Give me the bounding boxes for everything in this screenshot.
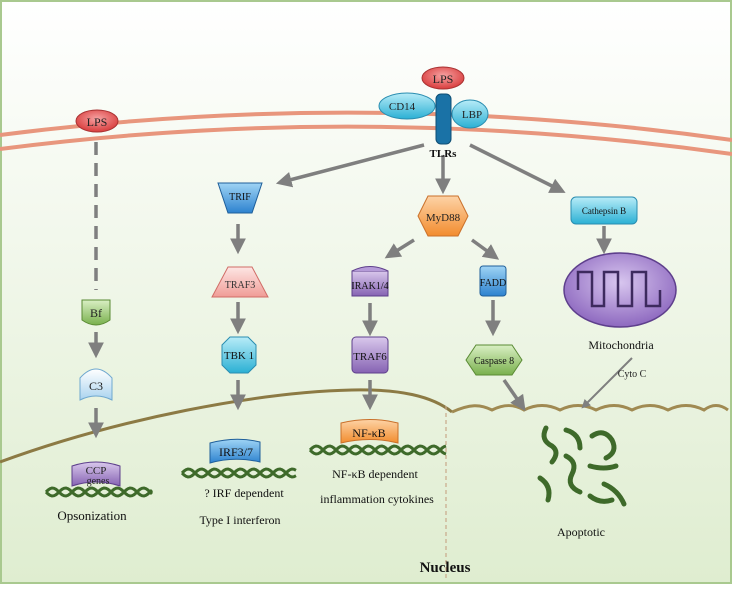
dna-fragment-8 bbox=[587, 493, 615, 504]
nfkb-dna-helix bbox=[308, 444, 447, 456]
tbk1-label: TBK 1 bbox=[224, 350, 254, 362]
myd88-to-fadd-arrow bbox=[470, 238, 500, 260]
tlr-to-trif-arrow bbox=[275, 143, 425, 188]
cathepsin-branch: Cathepsin B Mitochondria Cyto C Apoptoti… bbox=[557, 196, 677, 539]
tlr-complex: LPS CD14 LBP TLRs bbox=[378, 66, 489, 160]
nfkb-label: NF-κB bbox=[352, 426, 385, 440]
trif-shape bbox=[217, 182, 263, 214]
nfkb-dependent-label: NF-κB dependent bbox=[332, 467, 418, 481]
nfkb-shape bbox=[340, 419, 399, 444]
trif-branch: TRIF TRAF3 TBK 1 IRF3/7 ? IRF dependent … bbox=[199, 182, 284, 527]
fadd-label: FADD bbox=[480, 278, 506, 289]
mitochondria-cristae bbox=[576, 270, 662, 308]
arrows bbox=[88, 142, 633, 439]
lbp-label: LBP bbox=[462, 109, 482, 121]
dna-fragment-3 bbox=[589, 430, 617, 461]
tlrs-label: TLRs bbox=[430, 148, 458, 160]
irf-dependent-label: ? IRF dependent bbox=[204, 486, 284, 500]
cyto-c-label: Cyto C bbox=[618, 369, 647, 380]
bf-shape bbox=[81, 299, 111, 326]
cd14-label: CD14 bbox=[389, 101, 416, 113]
trif-label: TRIF bbox=[229, 192, 251, 203]
fadd-shape bbox=[479, 265, 507, 297]
irf37-label: IRF3/7 bbox=[219, 445, 253, 459]
apoptotic-label: Apoptotic bbox=[557, 525, 605, 539]
inflammation-cytokines-label: inflammation cytokines bbox=[320, 492, 434, 506]
ccp-dna-helix bbox=[44, 486, 154, 498]
mito-to-apoptosis-arrow bbox=[581, 357, 633, 409]
complement-branch: LPS Bf C3 CCP genes Opsonization bbox=[57, 109, 127, 523]
cathepsin-b-shape bbox=[570, 196, 638, 225]
bf-label: Bf bbox=[90, 306, 102, 320]
myd88-to-irak-arrow bbox=[384, 238, 415, 259]
tlr-to-cathepsin-arrow bbox=[469, 143, 566, 193]
irak14-label: IRAK1/4 bbox=[351, 281, 388, 292]
ccp-genes-shape bbox=[71, 461, 121, 487]
cathepsin-b-label: Cathepsin B bbox=[582, 206, 626, 216]
nucleus-label: Nucleus bbox=[420, 560, 471, 576]
dna-fragment-1 bbox=[541, 425, 559, 465]
lps-main-shape bbox=[421, 66, 465, 90]
myd88-label: MyD88 bbox=[426, 212, 461, 224]
lps-main-label: LPS bbox=[433, 72, 454, 86]
dna-fragment-2 bbox=[563, 427, 583, 451]
caspase8-label: Caspase 8 bbox=[474, 356, 514, 367]
traf6-label: TRAF6 bbox=[353, 351, 387, 363]
dna-layer bbox=[44, 425, 627, 507]
dna-fragment-4 bbox=[563, 453, 583, 495]
type1-interferon-label: Type I interferon bbox=[199, 513, 280, 527]
myd88-shape bbox=[417, 195, 469, 237]
c3-label: C3 bbox=[89, 379, 103, 393]
tbk1-shape bbox=[221, 336, 257, 374]
lbp-shape bbox=[451, 99, 489, 129]
traf3-shape bbox=[211, 266, 269, 298]
lps-left-shape bbox=[75, 109, 119, 133]
dna-fragment-6 bbox=[537, 475, 552, 503]
caspase8-shape bbox=[465, 344, 523, 376]
irf-dna-helix bbox=[180, 467, 297, 479]
ccp-genes-label-line2: genes bbox=[87, 476, 110, 487]
dna-fragment-7 bbox=[601, 481, 627, 507]
traf3-label: TRAF3 bbox=[225, 280, 256, 291]
dna-fragment-5 bbox=[587, 463, 619, 471]
irf37-shape bbox=[209, 438, 261, 464]
tlr-receptor-shape bbox=[435, 93, 452, 145]
cd14-shape bbox=[378, 92, 436, 120]
lps-left-label: LPS bbox=[87, 115, 108, 129]
myd88-branch: MyD88 IRAK1/4 TRAF6 NF-κB NF-κB dependen… bbox=[320, 195, 523, 506]
opsonization-label: Opsonization bbox=[57, 508, 127, 523]
mitochondria-label: Mitochondria bbox=[588, 338, 654, 352]
ccp-genes-label-line1: CCP bbox=[86, 465, 107, 477]
caspase-to-apoptosis-arrow bbox=[502, 379, 526, 412]
c3-shape bbox=[79, 368, 113, 401]
traf6-shape bbox=[351, 336, 389, 374]
